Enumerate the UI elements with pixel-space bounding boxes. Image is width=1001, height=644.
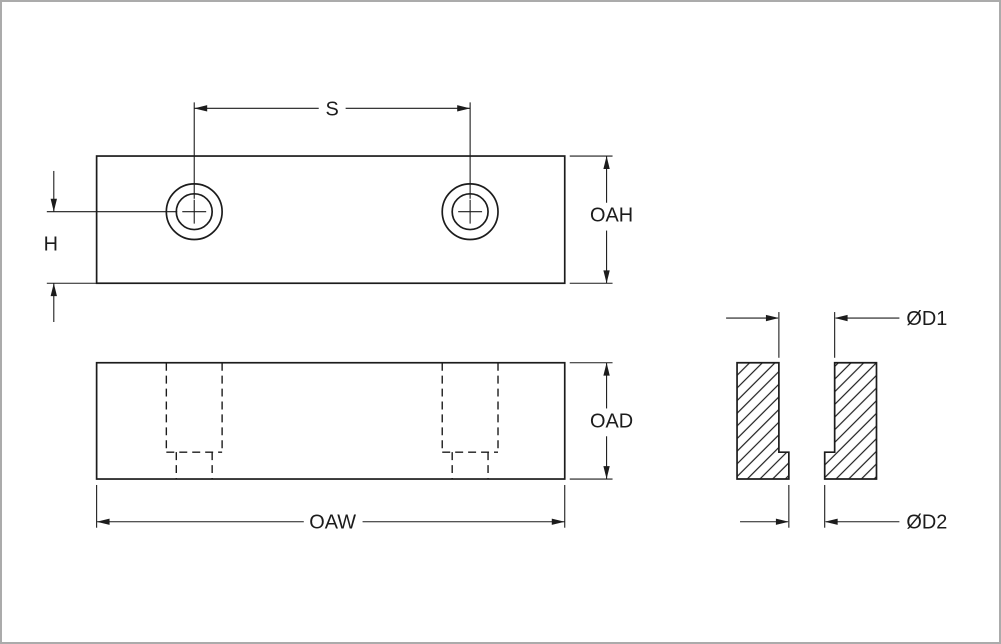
arrowhead [50, 283, 57, 297]
arrowhead [834, 314, 848, 322]
arrowhead [603, 362, 610, 376]
side-view [95, 361, 566, 480]
front-view [95, 155, 566, 285]
arrowhead [603, 270, 610, 284]
dimension-s: S [193, 98, 471, 199]
section-wall-left [736, 361, 790, 480]
dim-label-oad: OAD [590, 410, 633, 432]
arrowhead [765, 314, 779, 322]
block-outline [95, 155, 566, 285]
section-view [736, 361, 878, 480]
dimension-d2: ØD2 [740, 484, 947, 534]
arrowhead [603, 156, 610, 169]
dim-label-d1: ØD1 [906, 308, 947, 330]
dimension-d1: ØD1 [726, 308, 947, 358]
dim-label-h: H [44, 233, 58, 255]
dim-label-oaw: OAW [309, 512, 356, 534]
arrowhead [96, 518, 110, 525]
arrowhead [457, 105, 471, 112]
dim-label-oah: OAH [590, 205, 633, 227]
arrowhead [194, 105, 208, 112]
arrowhead [50, 198, 57, 212]
block-outline [95, 361, 566, 480]
hidden-hole-right [441, 362, 499, 480]
arrowhead [551, 518, 565, 525]
dimension-h: H [44, 170, 178, 322]
arrowhead [603, 466, 610, 480]
dimension-oad: OAD [569, 362, 633, 480]
arrowhead [824, 518, 838, 525]
arrowhead [775, 518, 789, 525]
section-wall-right [823, 361, 878, 480]
dimension-oah: OAH [569, 155, 633, 284]
dim-label-s: S [326, 98, 339, 120]
dimension-oaw: OAW [96, 484, 566, 534]
dim-label-d2: ØD2 [906, 512, 947, 534]
hidden-hole-left [165, 362, 223, 480]
